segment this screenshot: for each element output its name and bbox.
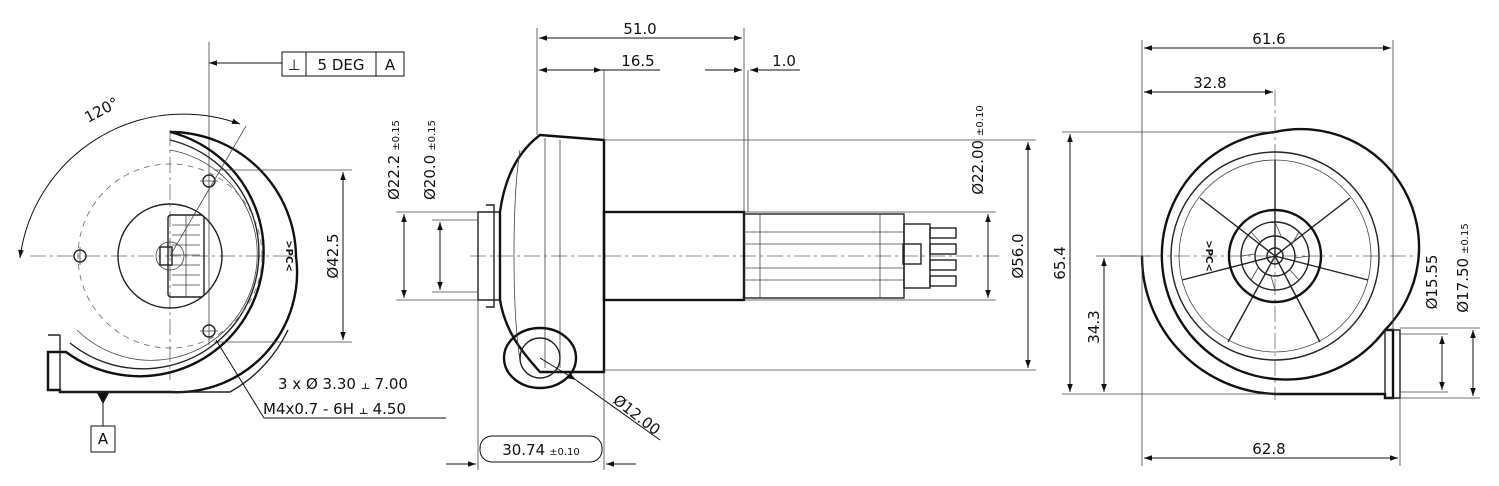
- center-height-dim: 34.3: [1085, 310, 1103, 343]
- offset-dim: 1.0: [772, 52, 796, 70]
- dia-22-2-dim: Ø22.2±0.15: [385, 120, 403, 200]
- fcf-tolerance: 5 DEG: [318, 56, 365, 74]
- rear-view: >PC< 61.6 32.8 65.4 34.3 Ø15.55 Ø17.50±0…: [1051, 30, 1480, 466]
- front-angle-label: 120°: [81, 94, 121, 127]
- dia-15-55-dim: Ø15.55: [1423, 255, 1441, 310]
- length-overall-dim: 51.0: [623, 20, 656, 38]
- front-view: >PC< 120° ⊥ 5 DEG A Ø42.5 3 x Ø 3.30 ⫠ 7…: [18, 42, 446, 453]
- dia-20-0-dim: Ø20.0±0.15: [421, 120, 439, 200]
- perpendicularity-icon: ⊥: [287, 56, 300, 74]
- outlet-offset-dim: 30.74±0.10: [502, 441, 580, 459]
- rear-marking: >PC<: [1203, 240, 1214, 271]
- hole-note-2: M4x0.7 - 6H ⫠ 4.50: [263, 400, 406, 418]
- height-dim: 65.4: [1051, 246, 1069, 279]
- dia-22-00-dim: Ø22.00±0.10: [969, 105, 987, 194]
- datum-a-label: A: [98, 430, 109, 448]
- length-flange-dim: 16.5: [621, 52, 654, 70]
- dia-17-50-dim: Ø17.50±0.15: [1454, 223, 1472, 312]
- width-top-dim: 61.6: [1252, 30, 1285, 48]
- dia-12-dim: Ø12.00: [610, 391, 664, 439]
- offset-top-dim: 32.8: [1193, 74, 1226, 92]
- side-view: 51.0 16.5 1.0 Ø22.2±0.15 Ø20.0±0.15 Ø22.…: [385, 20, 1036, 470]
- hole-note-1: 3 x Ø 3.30 ⫠ 7.00: [278, 375, 408, 393]
- width-bottom-dim: 62.8: [1252, 440, 1285, 458]
- dia-56-dim: Ø56.0: [1009, 233, 1027, 278]
- fcf-datum: A: [385, 56, 396, 74]
- bolt-circle-dim: Ø42.5: [324, 233, 342, 278]
- front-marking: >PC<: [283, 240, 294, 271]
